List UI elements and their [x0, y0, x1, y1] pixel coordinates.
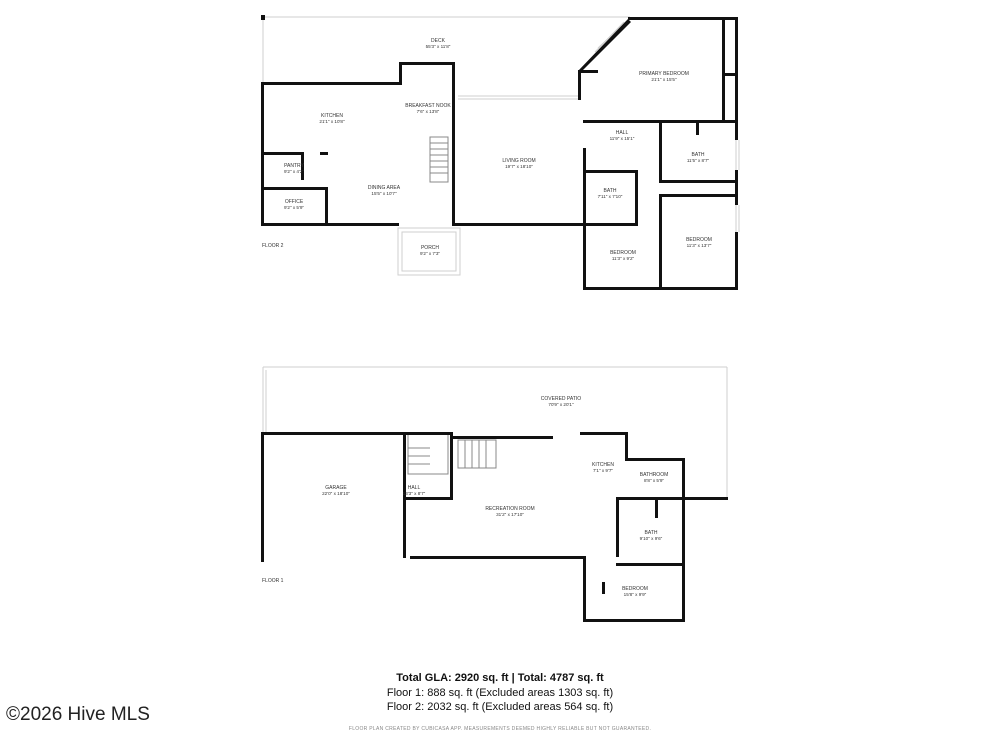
room-dimensions: 31'2" x 17'10"	[496, 512, 524, 517]
room-dimensions: 9'10" x 9'6"	[640, 536, 663, 541]
room-name: BREAKFAST NOOK	[405, 103, 451, 109]
room-dimensions: 22'0" x 18'10"	[322, 491, 350, 496]
mls-watermark: ©2026 Hive MLS	[6, 704, 150, 725]
room-name: LIVING ROOM	[502, 158, 535, 164]
room-name: BATHROOM	[640, 472, 669, 478]
room-name: HALL	[408, 485, 421, 491]
room-name: GARAGE	[325, 485, 347, 491]
floor-1-label: FLOOR 1	[262, 578, 284, 584]
floor-2-label: FLOOR 2	[262, 243, 284, 249]
room-dimensions: 15'8" x 9'9"	[624, 592, 647, 597]
stairs-floor1	[407, 433, 497, 475]
floor-2-plan	[261, 15, 740, 290]
room-dimensions: 55'3" x 11'8"	[426, 44, 451, 49]
stairs-floor2	[429, 136, 449, 183]
room-dimensions: 8'8" x 5'9"	[644, 478, 664, 483]
room-dimensions: 7'6" x 13'8"	[417, 109, 440, 114]
room-name: KITCHEN	[321, 113, 343, 119]
disclaimer-text: FLOOR PLAN CREATED BY CUBICASA APP. MEAS…	[348, 726, 652, 732]
room-name: PORCH	[421, 245, 439, 251]
room-name: RECREATION ROOM	[485, 506, 534, 512]
room-name: DINING AREA	[368, 185, 401, 191]
room-name: OFFICE	[285, 199, 304, 205]
room-dimensions: 11'3" x 13'7"	[687, 243, 712, 248]
room-name: BEDROOM	[686, 237, 712, 243]
room-name: PANTRY	[284, 163, 304, 169]
total-area-summary: Total GLA: 2920 sq. ft | Total: 4787 sq.…	[396, 672, 604, 684]
room-name: BATH	[692, 152, 705, 158]
room-dimensions: 15'5" x 10'7"	[371, 191, 397, 196]
room-dimensions: 11'3" x 9'2"	[612, 256, 635, 261]
room-dimensions: 19'7" x 18'10"	[505, 164, 533, 169]
room-name: COVERED PATIO	[541, 396, 581, 402]
room-dimensions: 13'3" x 8'7"	[403, 491, 426, 496]
room-name: KITCHEN	[592, 462, 614, 468]
room-name: BATH	[604, 188, 617, 194]
room-dimensions: 11'9" x 15'1"	[610, 136, 635, 141]
room-dimensions: 70'9" x 20'1"	[548, 402, 574, 407]
room-name: BEDROOM	[610, 250, 636, 256]
room-dimensions: 9'2" x 4'2"	[284, 169, 304, 174]
room-dimensions: 11'5" x 8'7"	[687, 158, 710, 163]
floor-1-plan	[261, 366, 728, 622]
room-name: BATH	[645, 530, 658, 536]
room-name: HALL	[616, 130, 629, 136]
room-dimensions: 21'1" x 10'8"	[319, 119, 345, 124]
room-dimensions: 9'2" x 7'3"	[420, 251, 440, 256]
room-dimensions: 7'11" x 7'10"	[598, 194, 623, 199]
room-dimensions: 21'1" x 15'5"	[651, 77, 677, 82]
room-name: BEDROOM	[622, 586, 648, 592]
room-name: PRIMARY BEDROOM	[639, 71, 689, 77]
room-dimensions: 7'1" x 9'7"	[593, 468, 613, 473]
floor-2-area-summary: Floor 2: 2032 sq. ft (Excluded areas 564…	[386, 701, 614, 713]
floor-1-area-summary: Floor 1: 888 sq. ft (Excluded areas 1303…	[386, 687, 614, 699]
room-dimensions: 9'2" x 5'9"	[284, 205, 304, 210]
room-name: DECK	[431, 38, 446, 44]
